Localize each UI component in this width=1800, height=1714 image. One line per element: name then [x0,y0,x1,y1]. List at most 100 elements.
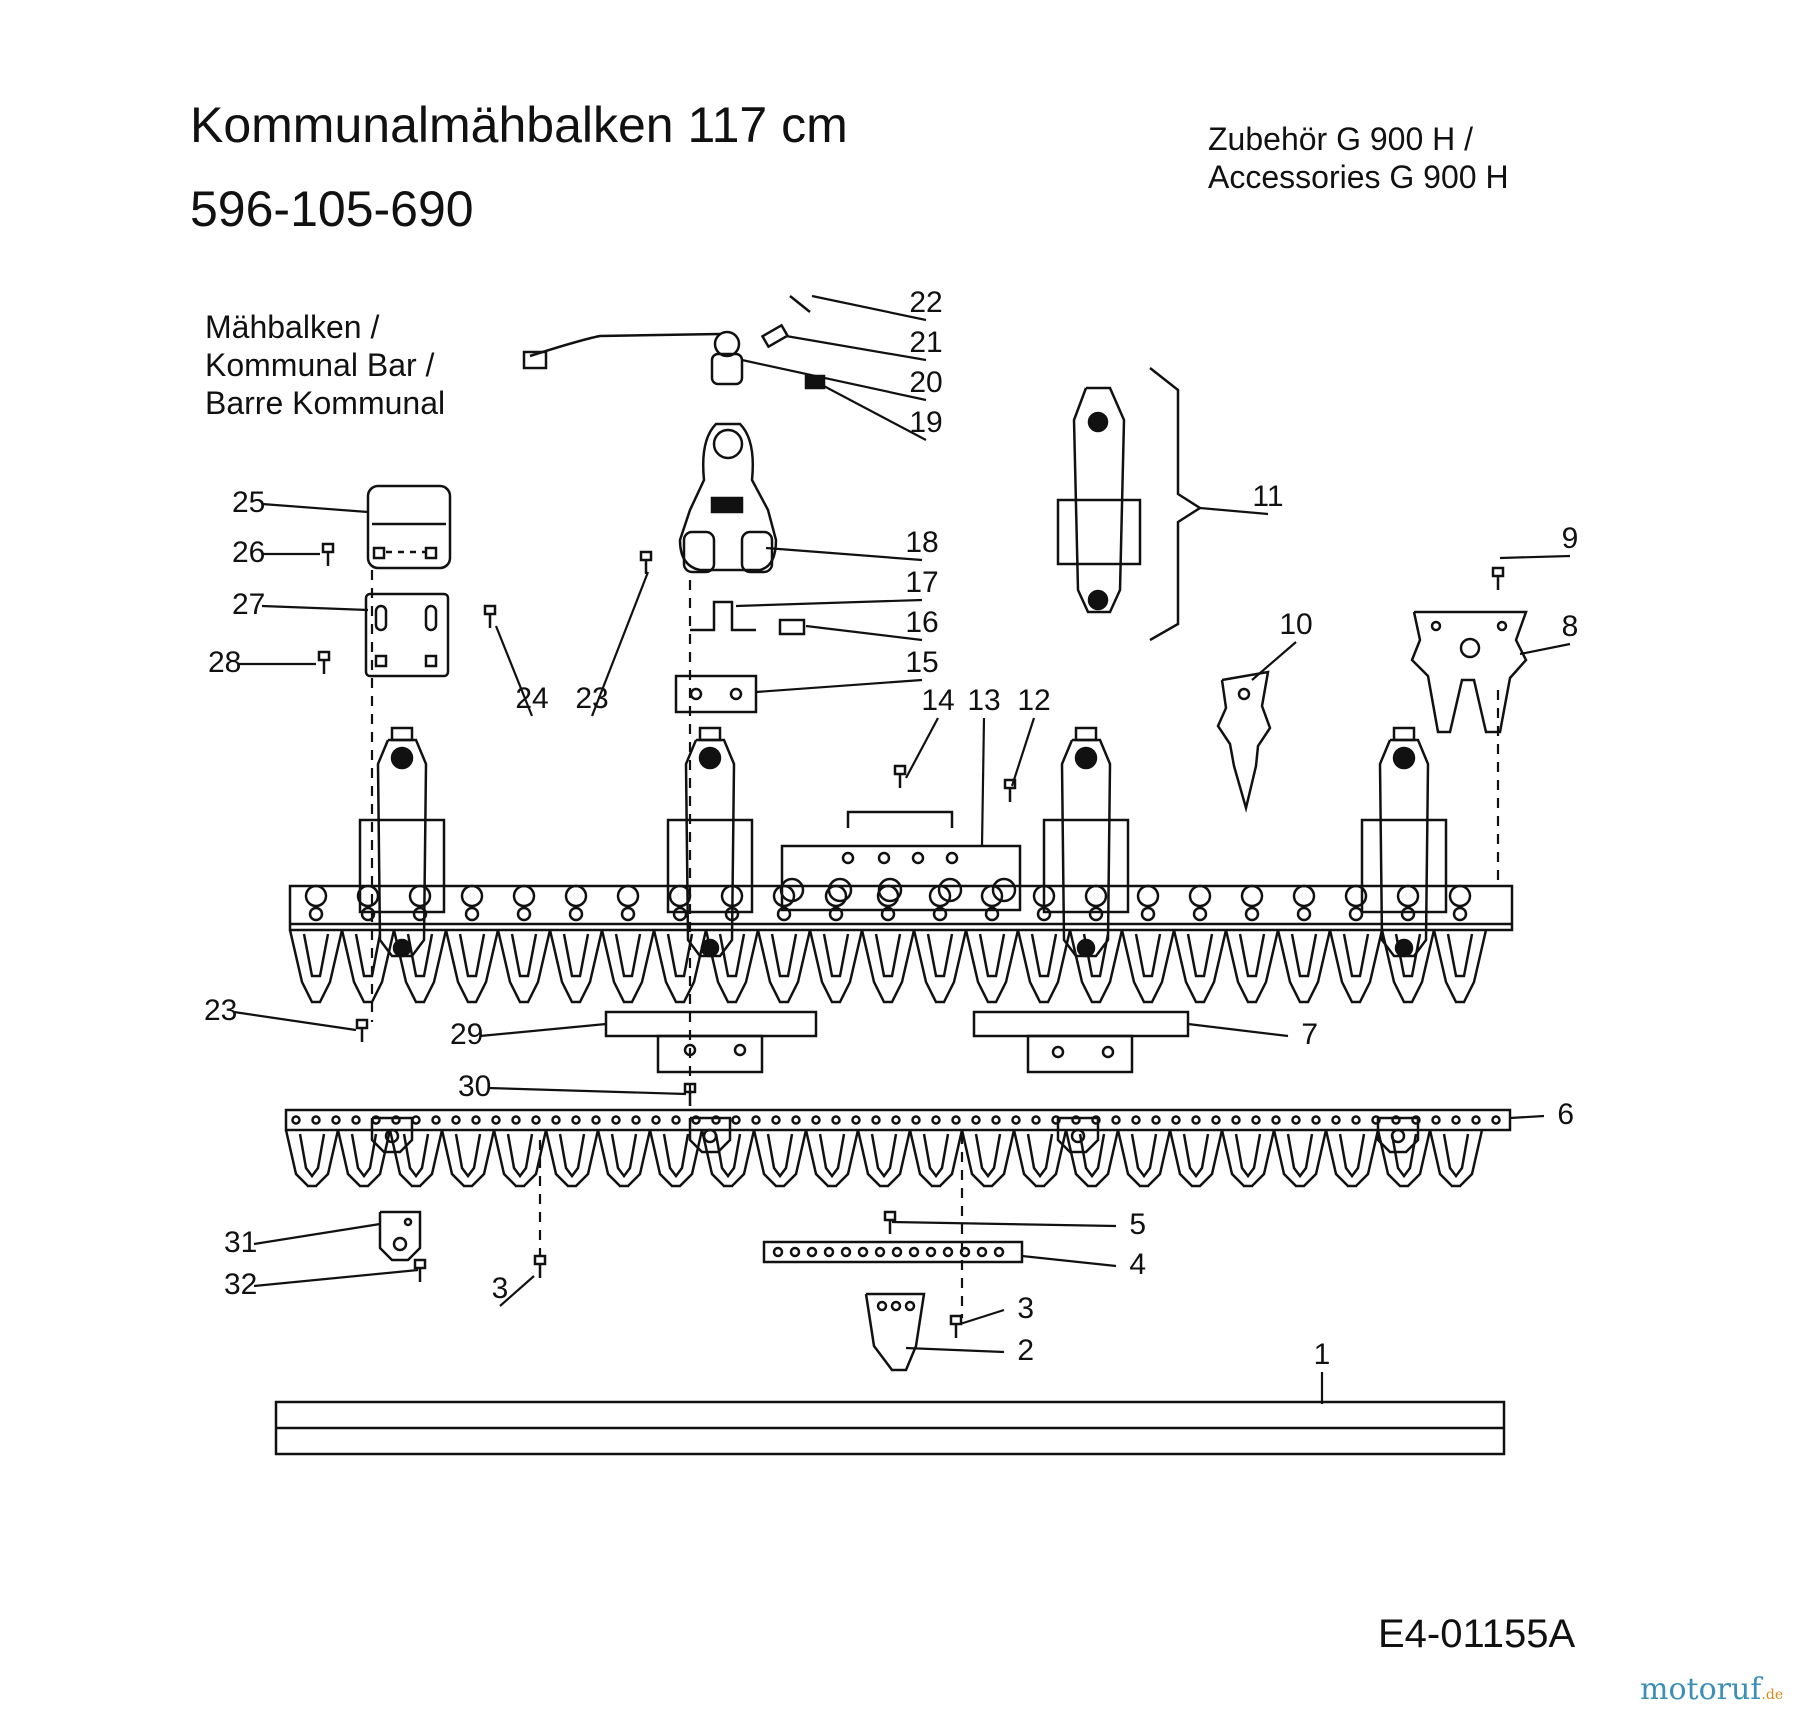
part-6-knife-bar-rivet [1411,1115,1421,1125]
part-13-bracket [846,810,954,828]
part-6-knife-bar-tooth-inner [558,1133,586,1179]
upright-2 [666,726,754,958]
callout-leader-24 [494,625,534,717]
cutter-bar-guards-guard-inner [874,933,902,978]
diagram-title: Kommunalmähbalken 117 cm [190,97,848,153]
cutter-bar-guards-rivet [1088,906,1104,922]
part-6-knife-bar-rivet [951,1115,961,1125]
part-6-knife-bar-rivet [1191,1115,1201,1125]
callout-leader-15 [755,678,923,694]
part-16-block [778,618,806,636]
callout-leader-7 [1187,1022,1289,1038]
part-6-knife-bar-rivet [1451,1115,1461,1125]
part-6-knife-bar-rivet [891,1115,901,1125]
part-15-hole [729,687,743,701]
callout-leader-23 [233,1010,357,1032]
callout-leader-18 [765,546,923,562]
part-23-bolt-head [639,550,653,562]
callout-27: 27 [232,588,265,621]
part-6-knife-bar-rivet [1391,1115,1401,1125]
section-label-fr: Barre Kommunal [205,385,446,421]
head-nut [710,496,744,514]
callout-leader-31 [253,1222,381,1246]
accessories-label: Zubehör G 900 H / Accessories G 900 H [1208,120,1509,196]
callout-18: 18 [905,526,938,559]
leader-lines [233,294,1571,1404]
part-6-knife-bar-rivet [1331,1115,1341,1125]
parts-drawing [274,295,1528,1456]
callout-leader-6 [1509,1114,1545,1120]
callout-leader-13 [980,717,986,847]
part-3-bolt-head [533,1254,547,1266]
part-6-knife-bar-tooth-inner [1390,1133,1418,1179]
part-6-knife-bar-tooth-inner [1130,1133,1158,1179]
callout-leader-4 [1021,1254,1117,1268]
cutter-bar-guards-bolt-hole [460,884,484,908]
cutter-bar-guards-rivet [464,906,480,922]
cutter-bar-guards-bolt-hole [1084,884,1108,908]
cutter-bar-guards-bolt-hole [1344,884,1368,908]
callout-leader-19 [819,383,927,441]
cutter-bar-guards-guard [496,929,552,1004]
cutter-bar-guards-guard [964,929,1020,1004]
cutter-bar-guards-rivet [672,906,688,922]
part-6-knife-bar-tooth [440,1129,496,1188]
callout-leader-20 [741,358,927,402]
part-10-plate [1216,670,1272,813]
callout-31: 31 [224,1226,257,1259]
part-6-knife-bar-tooth [388,1129,444,1188]
part-11-bottom-hole [1087,589,1109,611]
cutter-bar-guards-bolt-hole [772,884,796,908]
part-20-handle [522,350,548,370]
knife-head-hole [702,1128,718,1144]
cutter-bar-guards-guard-inner [354,933,382,978]
part-13-hole [945,851,959,865]
callout-leader-23 [590,571,650,717]
part-6-knife-bar-rivet [711,1115,721,1125]
cutter-bar-guards-guard-inner [718,933,746,978]
part-9-bolt [1491,566,1505,590]
part-12-bolt [1003,778,1017,802]
part-6-knife-bar-rivet [1051,1115,1061,1125]
part-6-knife-bar-rivet [991,1115,1001,1125]
cutter-bar-guards-bolt-hole [356,884,380,908]
part-4-hole [942,1246,954,1258]
part-6-knife-bar-rivet [911,1115,921,1125]
cutter-bar-guards-bolt-hole [564,884,588,908]
part-22-pin [789,295,811,313]
part-8-hole [1496,620,1508,632]
part-21-pin [760,323,790,349]
callout-23: 23 [575,682,608,715]
callout-15: 15 [905,646,938,679]
upright-1-top-hole [390,746,414,770]
cutter-bar-guards-bolt-hole [512,884,536,908]
upright-4-body [1378,738,1430,958]
cutter-bar-guards-bolt-hole [1448,884,1472,908]
cutter-bar-guards-rivet [776,906,792,922]
knife-head-clip [1376,1116,1420,1154]
cutter-bar-guards-guard-inner [770,933,798,978]
part-31-clip [378,1210,422,1262]
callout-leader-9 [1499,554,1571,560]
upright-3-bottom-hole [1076,938,1096,958]
cutter-bar-guards-bolt-hole [1292,884,1316,908]
head-casting [678,422,778,572]
cutter-bar-guards-guard-inner [1030,933,1058,978]
cutter-bar-guards-bolt-hole [980,884,1004,908]
cutter-bar-guards-rivet [1296,906,1312,922]
cutter-bar-guards-guard-inner [1238,933,1266,978]
part-13-nut [937,877,963,903]
upright-1-cap [390,726,414,742]
part-8-plate [1410,610,1528,734]
part-6-knife-bar-rivet [311,1115,321,1125]
part-29-plate [604,1010,818,1038]
part-6-knife-bar-tooth-inner [1338,1133,1366,1179]
part-13-hole [841,851,855,865]
part-4-hole [806,1246,818,1258]
part-6-knife-bar-rivet [351,1115,361,1125]
part-4-hole [874,1246,886,1258]
cutter-bar-guards-guard [1120,929,1176,1004]
part-23-bolt-lower-head [355,1018,369,1030]
part-6-knife-bar-rivet [291,1115,301,1125]
part-6-knife-bar-tooth [1220,1129,1276,1188]
